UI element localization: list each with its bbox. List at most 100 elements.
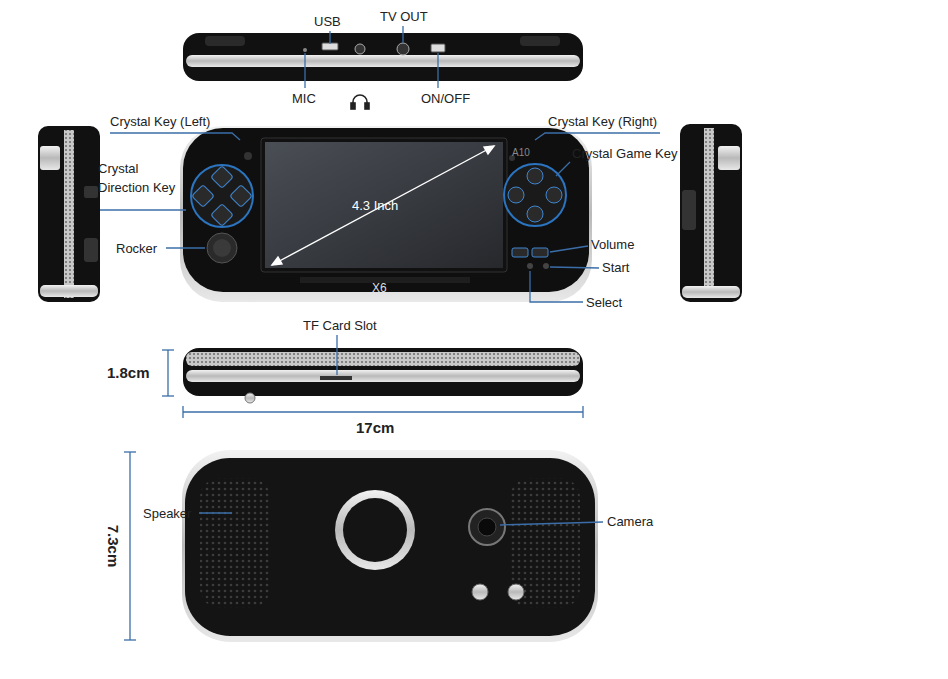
port-label: USB xyxy=(314,14,341,30)
dimension-label: 17cm xyxy=(356,420,394,436)
front-view-part xyxy=(543,263,549,269)
headphone-icon-part xyxy=(365,103,369,109)
leader-lines-part xyxy=(329,31,330,44)
front-view-part xyxy=(527,168,543,184)
front-view-part xyxy=(532,248,548,257)
top-view-part xyxy=(303,48,307,52)
left-side-view-part xyxy=(38,126,100,302)
top-view-part xyxy=(183,33,583,81)
front-view-part xyxy=(546,187,562,203)
part-label: Volume xyxy=(591,237,634,253)
top-view-part xyxy=(397,43,409,55)
screen-diagonal-arrow-part xyxy=(484,146,494,154)
front-view-part xyxy=(512,248,528,257)
screen-size-label: 4.3 Inch xyxy=(352,198,398,214)
part-label: Select xyxy=(586,295,622,311)
leader-lines-part xyxy=(199,512,232,513)
port-label: TV OUT xyxy=(380,9,428,25)
bottom-view-part xyxy=(186,352,580,366)
dimension-lines xyxy=(124,350,583,640)
leader-lines-part xyxy=(530,271,583,302)
part-label: Crystal Direction Key xyxy=(98,159,190,197)
screen-diagonal-arrow-part xyxy=(272,257,282,265)
bottom-view-part xyxy=(186,370,580,382)
left-side-view-part xyxy=(40,285,98,297)
left-side-view-part xyxy=(84,186,98,198)
dimension-lines-part xyxy=(124,451,136,452)
part-label: Crystal Key (Right) xyxy=(548,114,657,130)
top-view xyxy=(183,33,583,81)
front-view-part xyxy=(211,204,234,227)
dimension-lines-part xyxy=(162,349,174,350)
leader-lines-part xyxy=(556,162,570,176)
leader-lines-part xyxy=(166,247,205,248)
back-view-part xyxy=(469,509,505,545)
right-side-view xyxy=(680,124,742,302)
leader-lines-part xyxy=(535,133,660,140)
screen-diagonal-arrow-part xyxy=(272,146,494,265)
right-side-view-part xyxy=(680,124,742,302)
back-view-part xyxy=(185,458,595,636)
top-view-part xyxy=(322,43,338,50)
model-label: A10 xyxy=(512,147,530,159)
dimension-lines-part xyxy=(162,395,174,396)
dimension-label: 7.3cm xyxy=(105,525,121,568)
front-view-part xyxy=(183,128,589,292)
bottom-view xyxy=(183,348,583,403)
part-label: Crystal Game Key xyxy=(572,146,677,162)
part-label: TF Card Slot xyxy=(303,318,377,334)
dimension-label: 1.8cm xyxy=(107,365,150,381)
headphone-icon xyxy=(351,95,369,109)
headphone-icon-part xyxy=(351,103,355,109)
front-view-part xyxy=(192,185,215,208)
top-view-part xyxy=(355,44,365,54)
dimension-lines-part xyxy=(183,411,583,412)
part-label: Rocker xyxy=(116,241,157,257)
back-view-part xyxy=(472,584,488,600)
leader-lines-part xyxy=(100,209,186,210)
back-view-part xyxy=(335,490,415,570)
top-view-part xyxy=(431,44,445,52)
back-view-part xyxy=(343,498,407,562)
back-view-part xyxy=(182,450,598,642)
back-view-part xyxy=(508,584,524,600)
left-side-view-part xyxy=(40,146,60,170)
leader-lines-part xyxy=(437,53,438,88)
front-view-part xyxy=(244,152,252,160)
top-view-part xyxy=(205,36,245,46)
front-view-part xyxy=(191,165,253,227)
leader-lines xyxy=(100,26,660,525)
front-view-part xyxy=(504,164,566,226)
port-label: MIC xyxy=(292,91,316,107)
front-view-part xyxy=(265,142,503,268)
front-view-part xyxy=(527,263,533,269)
screen-diagonal-arrow xyxy=(272,146,494,265)
top-view-part xyxy=(186,55,580,67)
right-side-view-part xyxy=(682,190,696,230)
dimension-lines-part xyxy=(582,406,583,418)
leader-lines-part xyxy=(550,267,599,268)
left-side-view-part xyxy=(64,130,74,298)
leader-lines-part xyxy=(336,335,337,375)
left-side-view xyxy=(38,126,100,302)
part-label: Start xyxy=(602,260,629,276)
back-view-part xyxy=(478,518,496,536)
dimension-lines-part xyxy=(182,406,183,418)
part-label: Crystal Key (Left) xyxy=(110,114,210,130)
bottom-view-part xyxy=(183,348,583,396)
port-label: ON/OFF xyxy=(421,91,470,107)
left-side-view-part xyxy=(84,238,98,262)
right-side-view-part xyxy=(718,146,740,170)
back-view xyxy=(182,450,598,642)
part-label: Speaker xyxy=(143,506,191,522)
leader-lines-part xyxy=(500,522,603,525)
front-view-part xyxy=(213,239,231,257)
bottom-view-part xyxy=(320,376,352,380)
dimension-lines-part xyxy=(129,452,130,640)
right-side-view-part xyxy=(682,286,740,298)
top-view-part xyxy=(520,36,560,46)
part-label: Camera xyxy=(607,514,653,530)
front-view xyxy=(180,126,592,302)
leader-lines-part xyxy=(550,246,588,252)
